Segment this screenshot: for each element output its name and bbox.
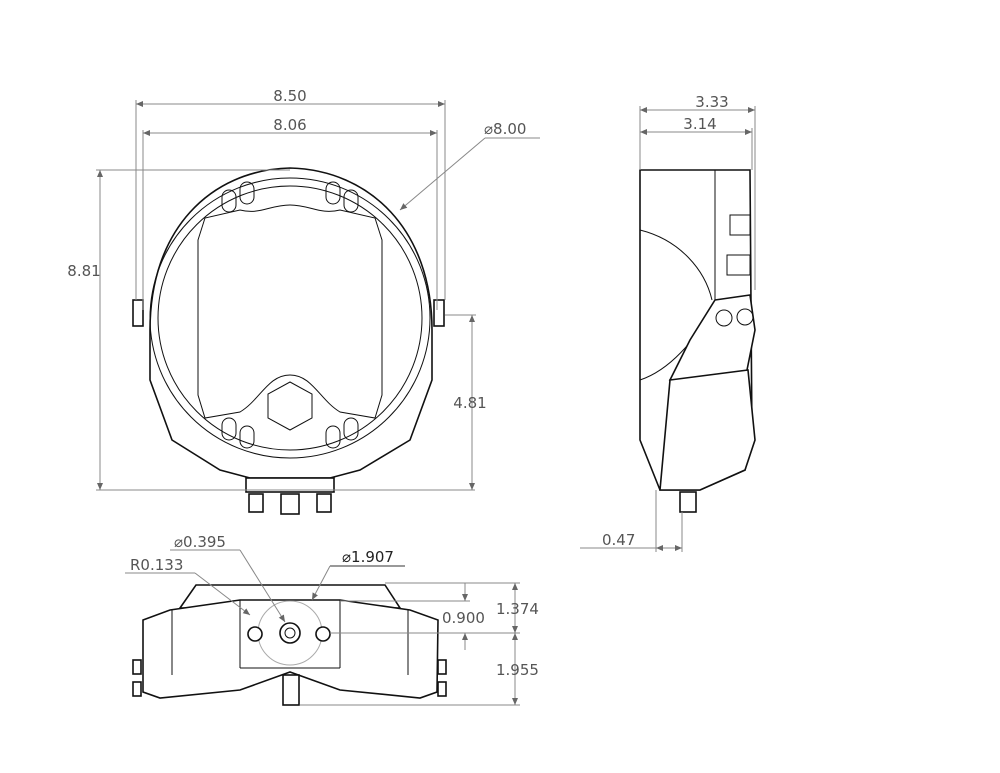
- dim-overall-width: 8.50: [273, 87, 306, 105]
- logo-hexagon: [267, 381, 313, 431]
- dim-overall-depth: 3.33: [695, 93, 728, 111]
- bottom-stud: [282, 674, 300, 706]
- dim-diameter: ⌀8.00: [484, 120, 526, 138]
- bolt-right: [315, 626, 331, 642]
- side-view: 3.33 3.14 0.47: [580, 93, 756, 552]
- bolt-center: [279, 622, 301, 644]
- left-bolt: [132, 299, 144, 327]
- side-stud: [679, 491, 697, 513]
- stud-right: [316, 493, 332, 513]
- front-housing: [149, 167, 433, 479]
- dim-top-offset: 1.374: [496, 600, 539, 618]
- dim-slot-radius: R0.133: [130, 556, 183, 574]
- front-view: 8.50 8.06 ⌀8.00 8.81 4.81: [67, 87, 540, 515]
- bolt-left: [247, 626, 263, 642]
- bottom-view: ⌀0.395 R0.133 ⌀1.907 0.900 1.374 1.955: [125, 533, 539, 706]
- dim-hole-diameter: ⌀0.395: [174, 533, 226, 551]
- dim-bolt-circle: ⌀1.907: [342, 548, 394, 566]
- dim-bottom-height: 1.955: [496, 661, 539, 679]
- dim-overall-height: 8.81: [67, 262, 100, 280]
- dim-body-depth: 3.14: [683, 115, 716, 133]
- stud-left: [248, 493, 264, 513]
- dim-inner-width: 8.06: [273, 116, 306, 134]
- lens-frame: [197, 204, 383, 419]
- dim-offset: 0.47: [602, 531, 635, 549]
- right-bolt: [433, 299, 445, 327]
- stud-center: [280, 493, 300, 515]
- dim-mount-height: 4.81: [453, 394, 486, 412]
- vent-slots: [221, 181, 359, 449]
- bottom-housing: [142, 599, 439, 699]
- dim-center-offset: 0.900: [442, 609, 485, 627]
- mount-base: [245, 477, 335, 493]
- bezel-ring: [149, 177, 431, 459]
